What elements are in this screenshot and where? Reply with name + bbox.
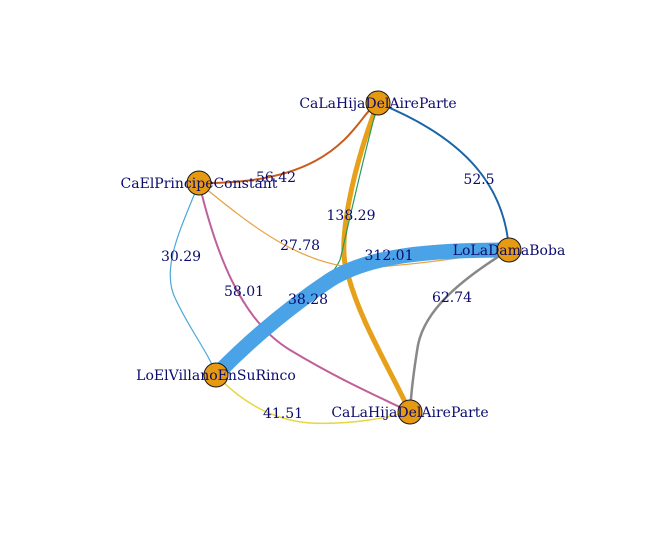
edge-weight-label: 58.01 bbox=[224, 284, 264, 300]
edge-weight-label: 312.01 bbox=[365, 248, 414, 264]
edge-weight-label: 38.28 bbox=[288, 292, 328, 308]
nodes-layer bbox=[186, 90, 522, 425]
edge-n4-n3 bbox=[208, 242, 517, 383]
edge-n3-n5 bbox=[408, 248, 511, 414]
edge-weight-label: 27.78 bbox=[280, 238, 320, 254]
node-n2[interactable] bbox=[186, 170, 212, 196]
edge-weight-label: 56.42 bbox=[256, 170, 296, 186]
edge-n4-n5 bbox=[215, 374, 411, 425]
edges-layer bbox=[169, 100, 517, 425]
edge-weight-label: 62.74 bbox=[432, 290, 472, 306]
node-n5[interactable] bbox=[397, 399, 423, 425]
edge-weight-label: 138.29 bbox=[327, 208, 376, 224]
node-label: CaLaHijaDelAireParte bbox=[299, 96, 456, 112]
node-label: LoElVillanoEnSuRinco bbox=[136, 368, 296, 384]
node-label: LoLaDamaBoba bbox=[453, 243, 566, 259]
edge-n1-n3 bbox=[377, 102, 510, 251]
node-label: CaLaHijaDelAireParte bbox=[331, 405, 488, 421]
edge-weight-label: 30.29 bbox=[161, 249, 201, 265]
node-n4[interactable] bbox=[203, 362, 229, 388]
edge-labels-layer: 56.42 52.5 138.29 38.28 27.78 30.29 58.01 312.0… bbox=[161, 170, 495, 422]
node-label: CaElPrincipeConstant bbox=[121, 176, 278, 192]
edge-n2-n4 bbox=[169, 182, 217, 376]
edge-n2-n5 bbox=[198, 182, 411, 413]
edge-weight-label: 41.51 bbox=[263, 406, 303, 422]
node-n3[interactable] bbox=[496, 237, 522, 263]
node-n1[interactable] bbox=[365, 90, 391, 116]
edge-weight-label: 52.5 bbox=[463, 172, 494, 188]
node-labels-layer: CaLaHijaDelAireParteCaElPrincipeConstant… bbox=[121, 96, 566, 421]
